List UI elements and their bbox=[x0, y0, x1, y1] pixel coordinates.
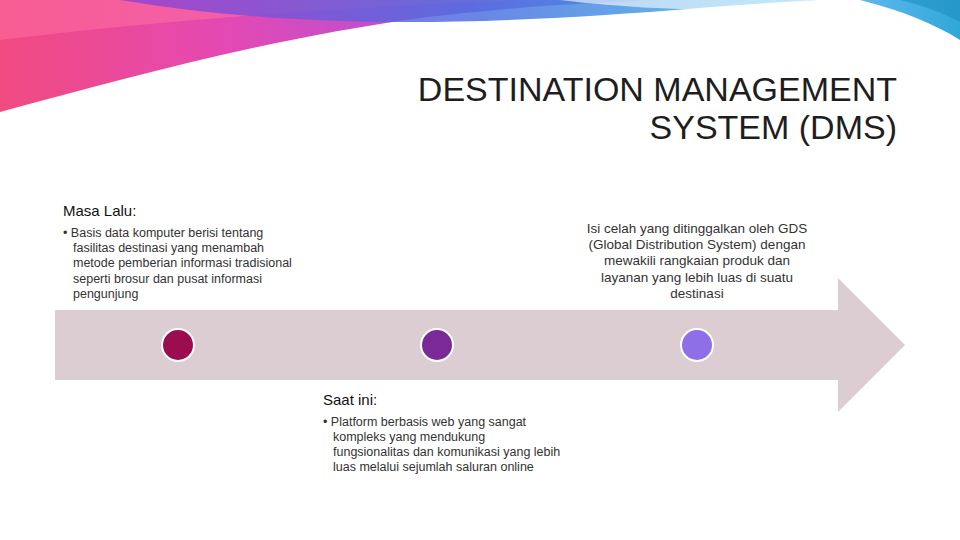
timeline-entry: Masa Lalu: • Basis data komputer berisi t… bbox=[63, 201, 303, 302]
entry-heading: Masa Lalu: bbox=[63, 201, 303, 221]
ribbon bbox=[900, 0, 960, 22]
timeline-entry: Isi celah yang ditinggalkan oleh GDS (Gl… bbox=[582, 221, 812, 302]
timeline-dot bbox=[681, 329, 713, 361]
timeline-dot bbox=[162, 329, 194, 361]
entry-text: • Basis data komputer berisi tentang fas… bbox=[63, 226, 303, 302]
entry-text: • Platform berbasis web yang sangat komp… bbox=[323, 415, 563, 476]
entry-heading: Saat ini: bbox=[323, 390, 563, 410]
ribbon-highlight bbox=[560, 0, 830, 10]
timeline-arrow bbox=[55, 278, 905, 412]
ribbon bbox=[860, 0, 960, 40]
entry-text: Isi celah yang ditinggalkan oleh GDS (Gl… bbox=[582, 221, 812, 302]
slide-title: DESTINATION MANAGEMENT SYSTEM (DMS) bbox=[340, 70, 897, 146]
timeline-entry: Saat ini: • Platform berbasis web yang sa… bbox=[323, 390, 563, 476]
timeline-dot bbox=[421, 329, 453, 361]
